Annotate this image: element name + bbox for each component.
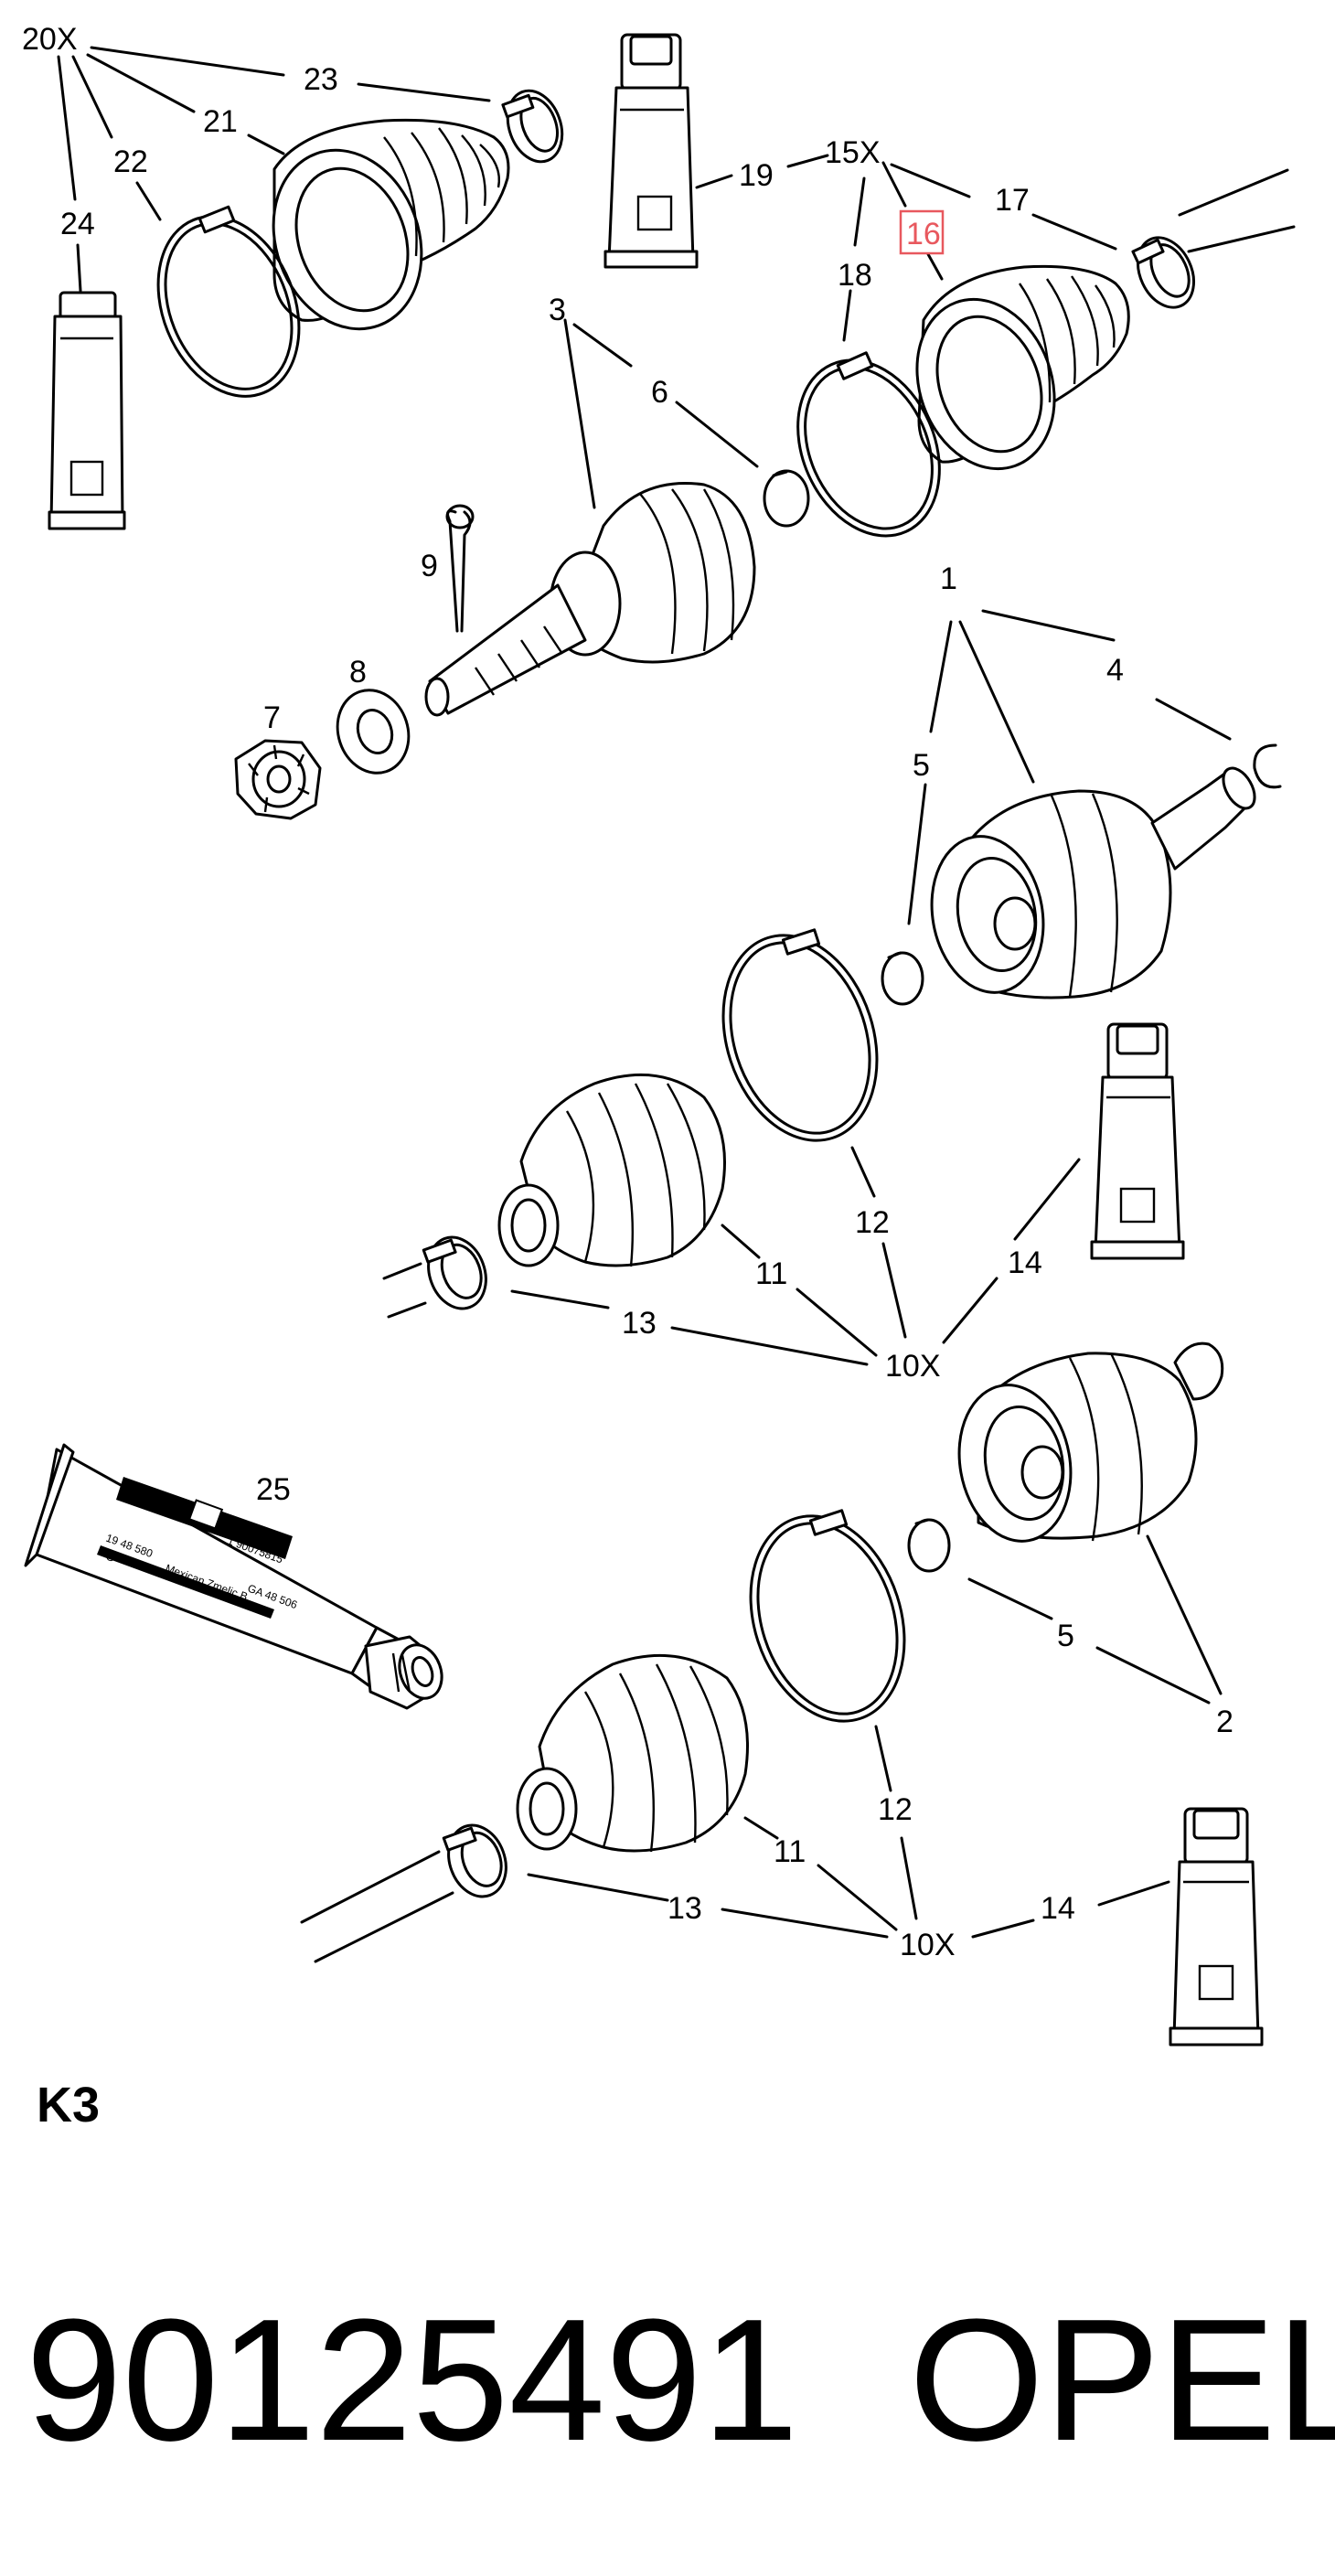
clamp-13b xyxy=(442,1823,507,1898)
leaders-1 xyxy=(907,609,1232,925)
label-9: 9 xyxy=(421,549,438,583)
label-10xa: 10X xyxy=(885,1349,941,1384)
label-8: 8 xyxy=(349,655,367,689)
callout-labels: 20X 23 21 22 24 19 15X 17 16 18 3 6 9 8 … xyxy=(22,22,1234,1962)
leaders-10xb xyxy=(527,1725,1170,1939)
outer-joint-3 xyxy=(424,481,756,717)
label-11a: 11 xyxy=(755,1256,787,1291)
label-1: 1 xyxy=(940,561,957,596)
label-20x: 20X xyxy=(22,22,78,57)
grease-tube-14a xyxy=(1090,1022,1185,1260)
label-4: 4 xyxy=(1106,653,1124,688)
label-15x: 15X xyxy=(825,135,881,170)
circlip-4 xyxy=(1253,743,1282,789)
label-5b: 5 xyxy=(1057,1619,1074,1653)
label-16: 16 xyxy=(906,217,941,251)
label-12a: 12 xyxy=(855,1205,890,1240)
clamp-13a xyxy=(422,1235,487,1310)
label-22: 22 xyxy=(113,144,148,179)
svg-text:G: G xyxy=(104,1550,117,1565)
washer-8 xyxy=(336,689,411,775)
castle-nut-7 xyxy=(234,739,322,820)
label-18: 18 xyxy=(838,258,872,293)
label-17: 17 xyxy=(995,183,1030,218)
circlip-5a xyxy=(881,951,924,1006)
boot-21 xyxy=(272,118,510,331)
label-14a: 14 xyxy=(1008,1245,1042,1280)
grease-tube-25: 19 48 580 1 90075815 G Mexican Zmelic B … xyxy=(24,1443,443,1710)
label-19: 19 xyxy=(739,158,774,193)
label-14b: 14 xyxy=(1041,1891,1075,1926)
highlight-box-16 xyxy=(899,209,945,255)
boot-11b xyxy=(516,1653,749,1853)
band-12b xyxy=(749,1509,906,1723)
leaders-3 xyxy=(563,318,759,509)
label-7: 7 xyxy=(263,700,281,735)
circlip-5b xyxy=(907,1518,951,1573)
label-6: 6 xyxy=(651,375,668,410)
circlip-6 xyxy=(763,469,810,528)
label-21: 21 xyxy=(203,104,238,139)
brand-name: OPEL xyxy=(909,2283,1335,2477)
boot-11a xyxy=(497,1073,726,1267)
shaft-13a xyxy=(382,1262,427,1319)
leaders-20x xyxy=(57,46,491,293)
inner-joint-1 xyxy=(930,766,1256,999)
grease-tube-19 xyxy=(603,33,699,269)
band-18 xyxy=(796,351,941,538)
leaders-2 xyxy=(967,1534,1223,1705)
label-2: 2 xyxy=(1216,1705,1234,1739)
label-24: 24 xyxy=(60,207,95,241)
leaders-15x xyxy=(695,154,1117,342)
shaft-stub-top xyxy=(1178,168,1296,253)
grease-tube-14b xyxy=(1169,1807,1264,2047)
shaft-13b xyxy=(300,1850,454,1963)
cotter-pin-9 xyxy=(445,504,475,633)
label-25: 25 xyxy=(256,1472,291,1507)
label-5a: 5 xyxy=(913,748,930,783)
clamp-23 xyxy=(501,89,564,164)
part-number: 90125491 xyxy=(26,2283,798,2477)
boot-16 xyxy=(915,264,1130,471)
label-3: 3 xyxy=(549,293,566,327)
clamp-17 xyxy=(1131,236,1195,309)
grease-tube-24 xyxy=(48,291,126,530)
section-code: K3 xyxy=(37,2078,100,2132)
label-23: 23 xyxy=(304,62,338,97)
band-22 xyxy=(156,205,301,398)
leaders-10xa xyxy=(510,1146,1081,1366)
label-10xb: 10X xyxy=(900,1928,956,1962)
label-11b: 11 xyxy=(774,1834,806,1869)
label-12b: 12 xyxy=(878,1792,913,1827)
label-13a: 13 xyxy=(622,1306,657,1341)
inner-joint-2 xyxy=(957,1341,1224,1543)
label-13b: 13 xyxy=(668,1891,702,1926)
band-12a xyxy=(721,928,879,1142)
